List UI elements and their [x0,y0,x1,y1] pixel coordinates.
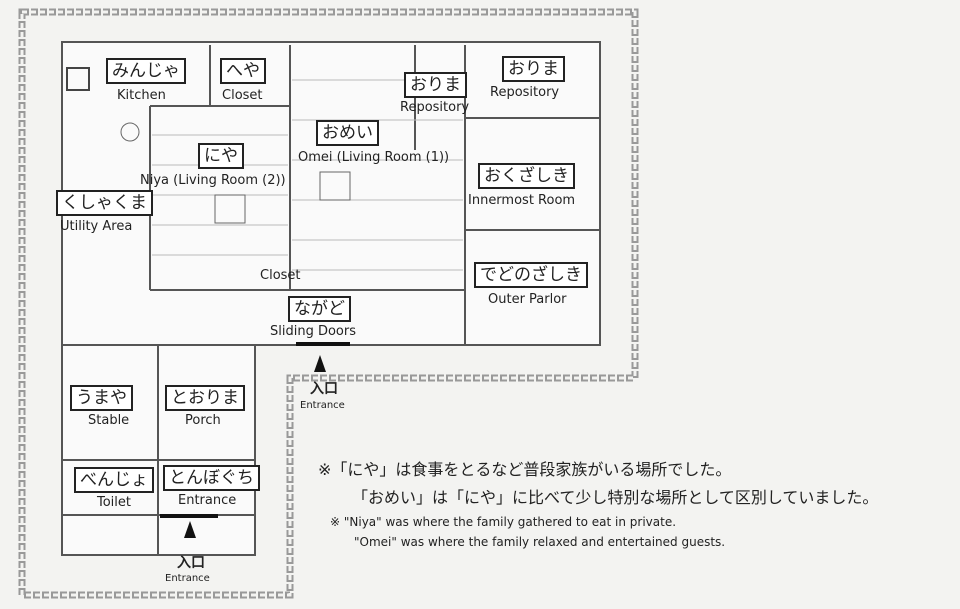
sink [66,67,90,91]
room-label-jp: とんぼぐち [163,465,260,491]
room-label-en: Stable [88,413,130,428]
room-label-en: Outer Parlor [488,292,567,307]
room-label-en: Entrance [178,493,237,508]
note-en-1: ※ "Niya" was where the family gathered t… [330,515,677,529]
room-label-en: Repository [400,100,470,115]
room-label-en: Niya (Living Room (2)) [140,173,286,188]
stove [120,122,140,142]
room-label-en: Omei (Living Room (1)) [298,150,450,165]
entrance-label-en: Entrance [300,400,345,411]
entrance-arrow-icon [314,355,326,372]
room-label-jp: みんじゃ [106,58,186,84]
room-label-en: Toilet [97,495,132,510]
room-label-jp: おりま [404,72,467,98]
room-label-en: Repository [490,85,560,100]
entrance-arrow-icon [184,521,196,538]
room-label-jp: でどのざしき [474,262,588,288]
note-jp-1: ※「にや」は食事をとるなど普段家族がいる場所でした。 [318,460,732,479]
room-label-en: Utility Area [60,219,133,234]
room-label-jp: へや [220,58,266,84]
room-label-jp: おりま [502,56,565,82]
room-label-jp: とおりま [165,385,245,411]
room-label-en: Closet [222,88,263,103]
room-label-jp: ながど [288,296,351,322]
closet-label: Closet [260,268,301,283]
entrance-label-jp: 入口 [177,555,205,571]
room-label-en: Innermost Room [468,193,576,208]
room-label-en: Kitchen [117,88,166,103]
hearth [319,171,351,201]
entrance-label-en: Entrance [165,573,210,584]
room-label-jp: おくざしき [478,163,575,189]
room-label-en: Sliding Doors [270,324,356,339]
room-label-jp: にや [198,143,244,169]
room-label-jp: おめい [316,120,379,146]
note-jp-2: 「おめい」は「にや」に比べて少し特別な場所として区別していました。 [352,488,879,507]
room-label-jp: べんじょ [74,467,154,493]
entrance-label-jp: 入口 [310,381,338,397]
room-label-jp: くしゃくま [56,190,153,216]
note-en-2: "Omei" was where the family relaxed and … [354,535,726,549]
hearth [214,194,246,224]
room-label-en: Porch [185,413,221,428]
room-label-jp: うまや [70,385,133,411]
